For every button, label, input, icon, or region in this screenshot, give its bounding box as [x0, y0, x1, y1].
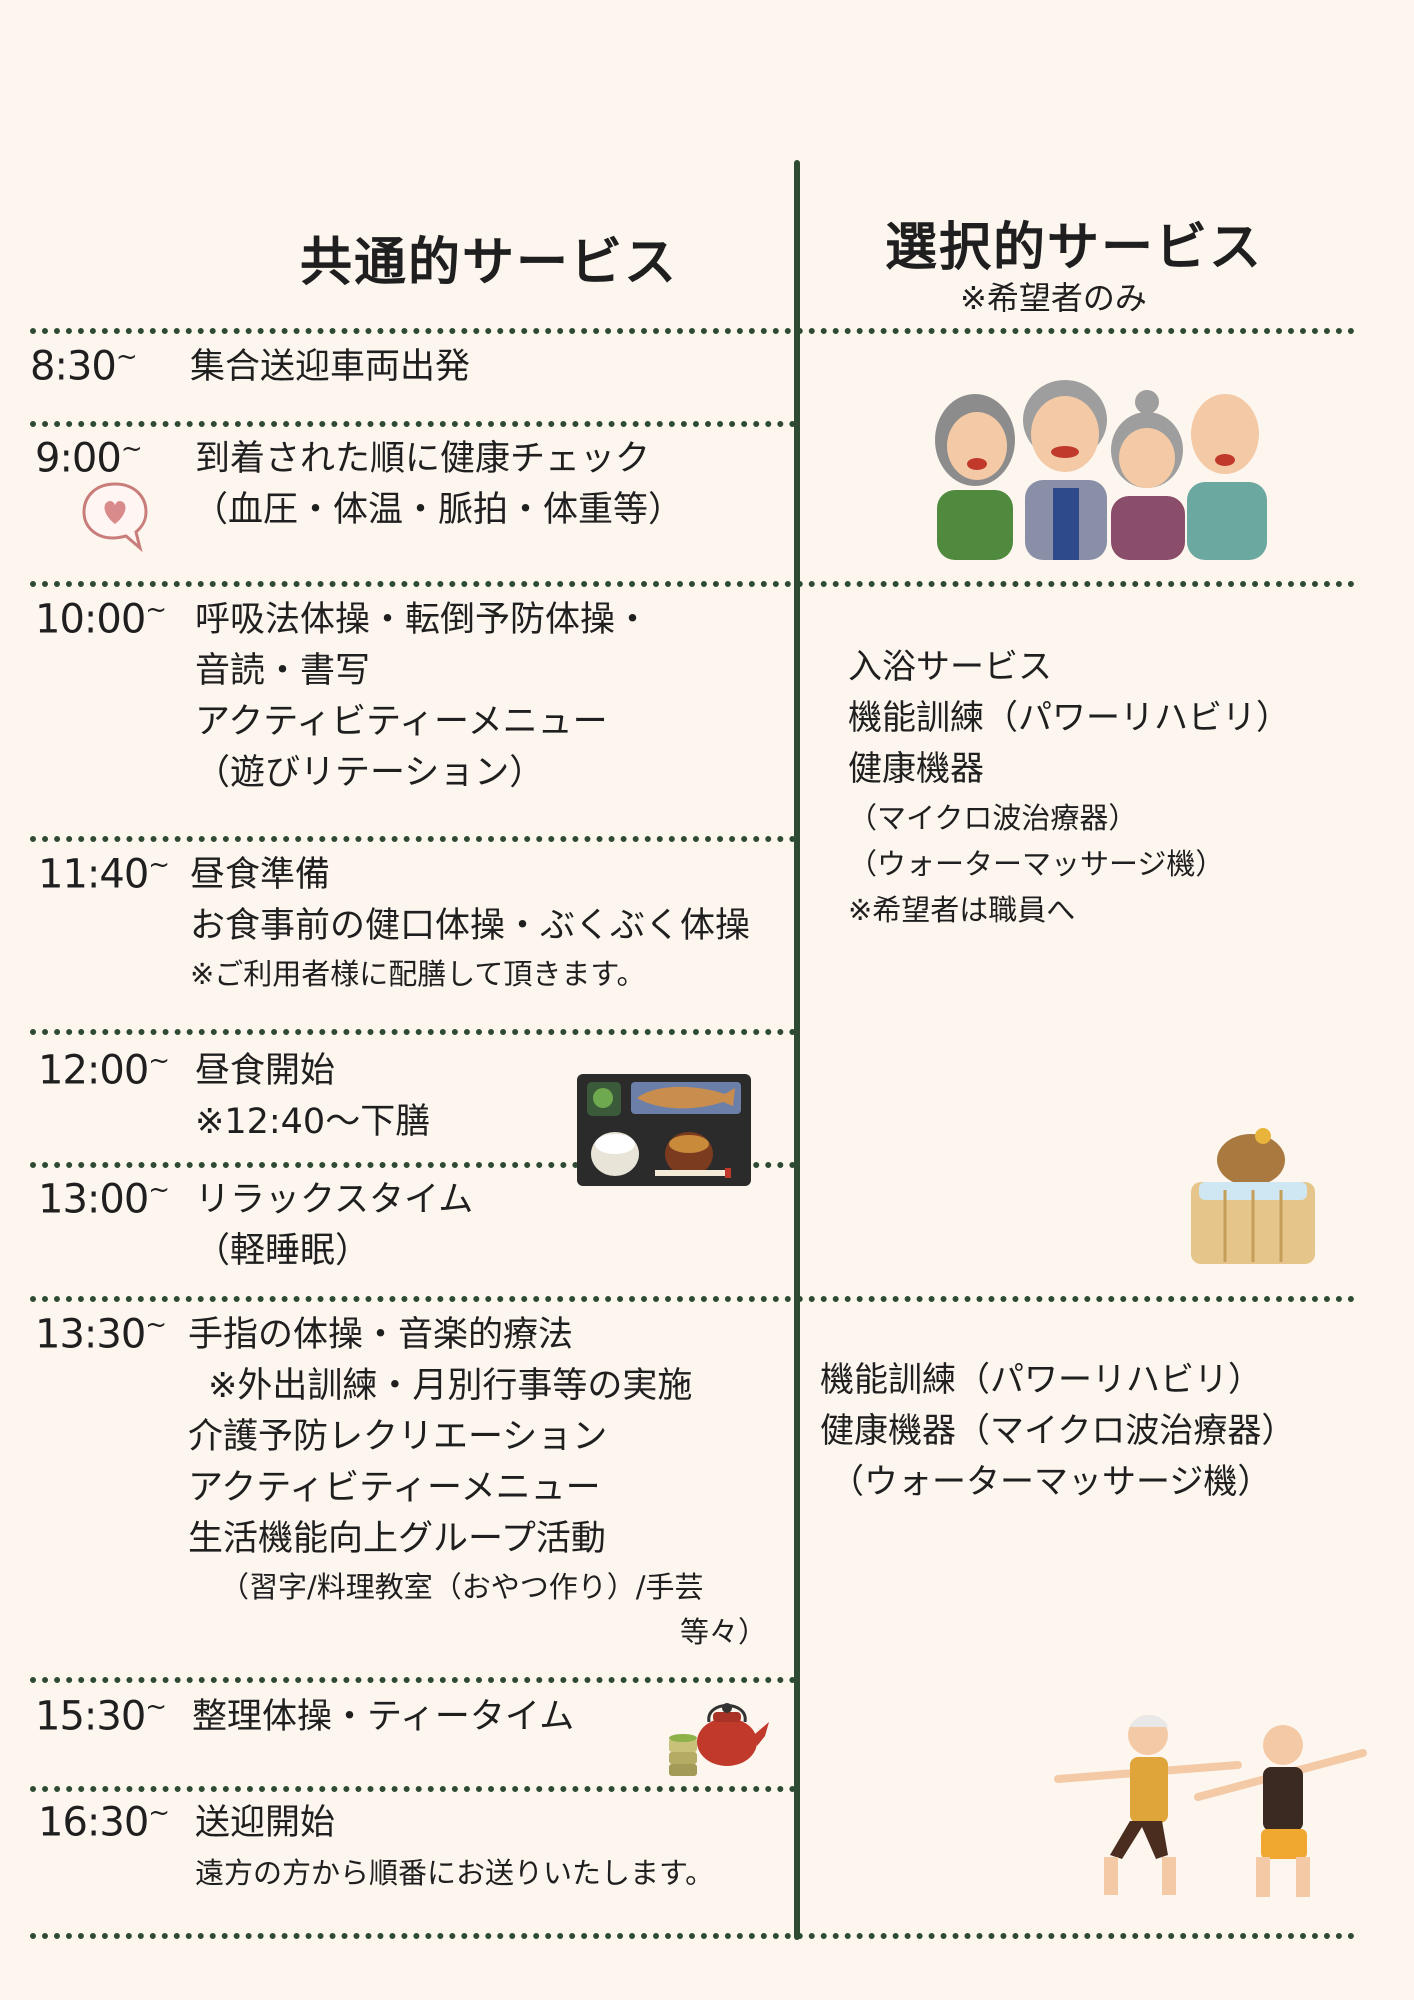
- common-services-title: 共通的サービス: [300, 233, 679, 293]
- elderly-group-icon: [935, 380, 1267, 560]
- time-1530: 15:30~: [35, 1692, 167, 1740]
- optional-services-title: 選択的サービス: [885, 218, 1264, 278]
- schedule-item: 集合送迎車両出発: [190, 347, 471, 387]
- optional-services-subtitle: ※希望者のみ: [960, 279, 1147, 317]
- teapot-icon: [669, 1703, 769, 1776]
- schedule-item: 呼吸法体操・転倒予防体操・ 音読・書写 アクティビティーメニュー （遊びリテーシ…: [195, 600, 651, 793]
- bento-meal-icon: [577, 1074, 751, 1186]
- time-0900: 9:00~: [35, 434, 143, 482]
- separator-5: [30, 1162, 796, 1168]
- separator-header: [30, 328, 1355, 334]
- schedule-sub: （習字/料理教室（おやつ作り）/手芸: [220, 1570, 704, 1604]
- time-1000: 10:00~: [35, 595, 167, 643]
- separator-6: [30, 1296, 1355, 1302]
- separator-bottom: [30, 1933, 1355, 1939]
- heart-bubble-icon: [82, 482, 148, 553]
- time-0830: 8:30~: [30, 342, 138, 390]
- schedule-item: 昼食開始 ※12:40～下膳: [195, 1051, 431, 1142]
- optional-block-1: 入浴サービス 機能訓練（パワーリハビリ） 健康機器: [848, 647, 1290, 789]
- time-1630: 16:30~: [38, 1798, 170, 1846]
- time-1140: 11:40~: [38, 850, 170, 898]
- time-1200: 12:00~: [38, 1046, 170, 1094]
- time-1300: 13:00~: [38, 1175, 170, 1223]
- schedule-item: 送迎開始 遠方の方から順番にお送りいたします。: [195, 1803, 715, 1890]
- separator-3: [30, 836, 796, 842]
- separator-2: [30, 581, 1355, 587]
- optional-block-1-notes: （マイクロ波治療器） （ウォーターマッサージ機） ※希望者は職員へ: [848, 801, 1225, 927]
- separator-7: [30, 1677, 796, 1683]
- separator-4: [30, 1029, 796, 1035]
- capybara-bath-icon: [1191, 1128, 1315, 1264]
- schedule-item: リラックスタイム （軽睡眠）: [195, 1180, 474, 1271]
- schedule-item: 手指の体操・音楽的療法 ※外出訓練・月別行事等の実施 介護予防レクリエーション …: [188, 1315, 693, 1559]
- schedule-item: 整理体操・ティータイム: [192, 1697, 575, 1737]
- time-1330: 13:30~: [35, 1310, 167, 1358]
- schedule-item: 到着された順に健康チェック （血圧・体温・脈拍・体重等）: [193, 439, 684, 530]
- exercise-seniors-icon: [1054, 1715, 1367, 1897]
- schedule-sub: 等々）: [680, 1615, 768, 1649]
- separator-1: [30, 421, 796, 427]
- column-divider: [794, 160, 800, 1940]
- optional-block-2: 機能訓練（パワーリハビリ） 健康機器（マイクロ波治療器） （ウォーターマッサージ…: [820, 1360, 1296, 1502]
- schedule-item: 昼食準備 お食事前の健口体操・ぶくぶく体操 ※ご利用者様に配膳して頂きます。: [190, 855, 751, 991]
- separator-8: [30, 1786, 796, 1792]
